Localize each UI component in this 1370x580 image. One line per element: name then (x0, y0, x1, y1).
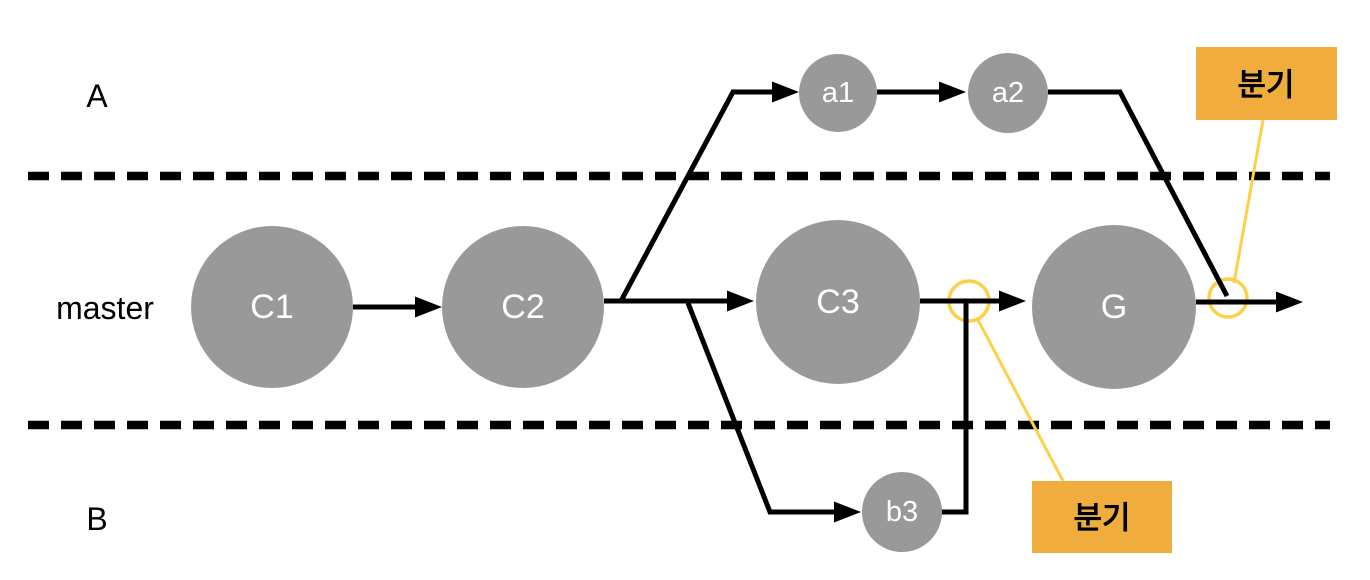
node-c2: C2 (442, 226, 604, 388)
arrowhead-c3 (727, 290, 754, 312)
arrowhead-out (1276, 291, 1303, 313)
callout-top: 분기 (1196, 47, 1337, 120)
arrowhead-g (999, 290, 1026, 312)
commit-circle-b3 (862, 472, 942, 552)
node-label-a2: a2 (992, 77, 1024, 109)
edge-a2-merge (1048, 89, 1230, 298)
arrowhead-b3 (834, 501, 861, 523)
lane-label-b: B (86, 501, 107, 537)
callout-box-top (1196, 47, 1337, 120)
commit-circle-c2 (442, 226, 604, 388)
merge-point-ring-g (1207, 277, 1249, 319)
callout-line-bottom (975, 317, 1065, 482)
node-g: G (1032, 225, 1196, 389)
node-c3: C3 (756, 220, 920, 384)
callout-label-bottom: 분기 (1073, 501, 1130, 536)
callout-line-top (1232, 119, 1265, 284)
node-c1: C1 (191, 226, 353, 388)
arrowhead-c2 (415, 296, 442, 318)
commit-circle-c3 (756, 220, 920, 384)
commit-circle-a1 (799, 54, 877, 132)
node-label-g: G (1101, 288, 1127, 326)
node-b3: b3 (862, 472, 942, 552)
commit-circle-c1 (191, 226, 353, 388)
node-a1: a1 (799, 54, 877, 132)
callout-label-top: 분기 (1237, 68, 1294, 103)
node-label-c1: C1 (250, 288, 293, 326)
arrowhead-a1 (772, 81, 799, 103)
callout-box-bottom (1032, 481, 1172, 553)
commit-circle-a2 (968, 53, 1048, 133)
node-label-c2: C2 (501, 288, 544, 326)
edge-branch-to-b3 (685, 302, 845, 515)
lane-label-a: A (86, 78, 108, 114)
arrowhead-a2 (939, 81, 966, 103)
node-label-b3: b3 (886, 496, 918, 528)
node-label-c3: C3 (816, 283, 859, 321)
lane-label-master: master (56, 290, 154, 326)
callout-bottom: 분기 (1032, 481, 1172, 553)
node-label-a1: a1 (822, 77, 854, 109)
edge-branch-to-a1 (618, 89, 782, 303)
node-a2: a2 (968, 53, 1048, 133)
edges (353, 81, 1303, 523)
commit-circle-g (1032, 225, 1196, 389)
edge-b3-merge (942, 301, 969, 515)
